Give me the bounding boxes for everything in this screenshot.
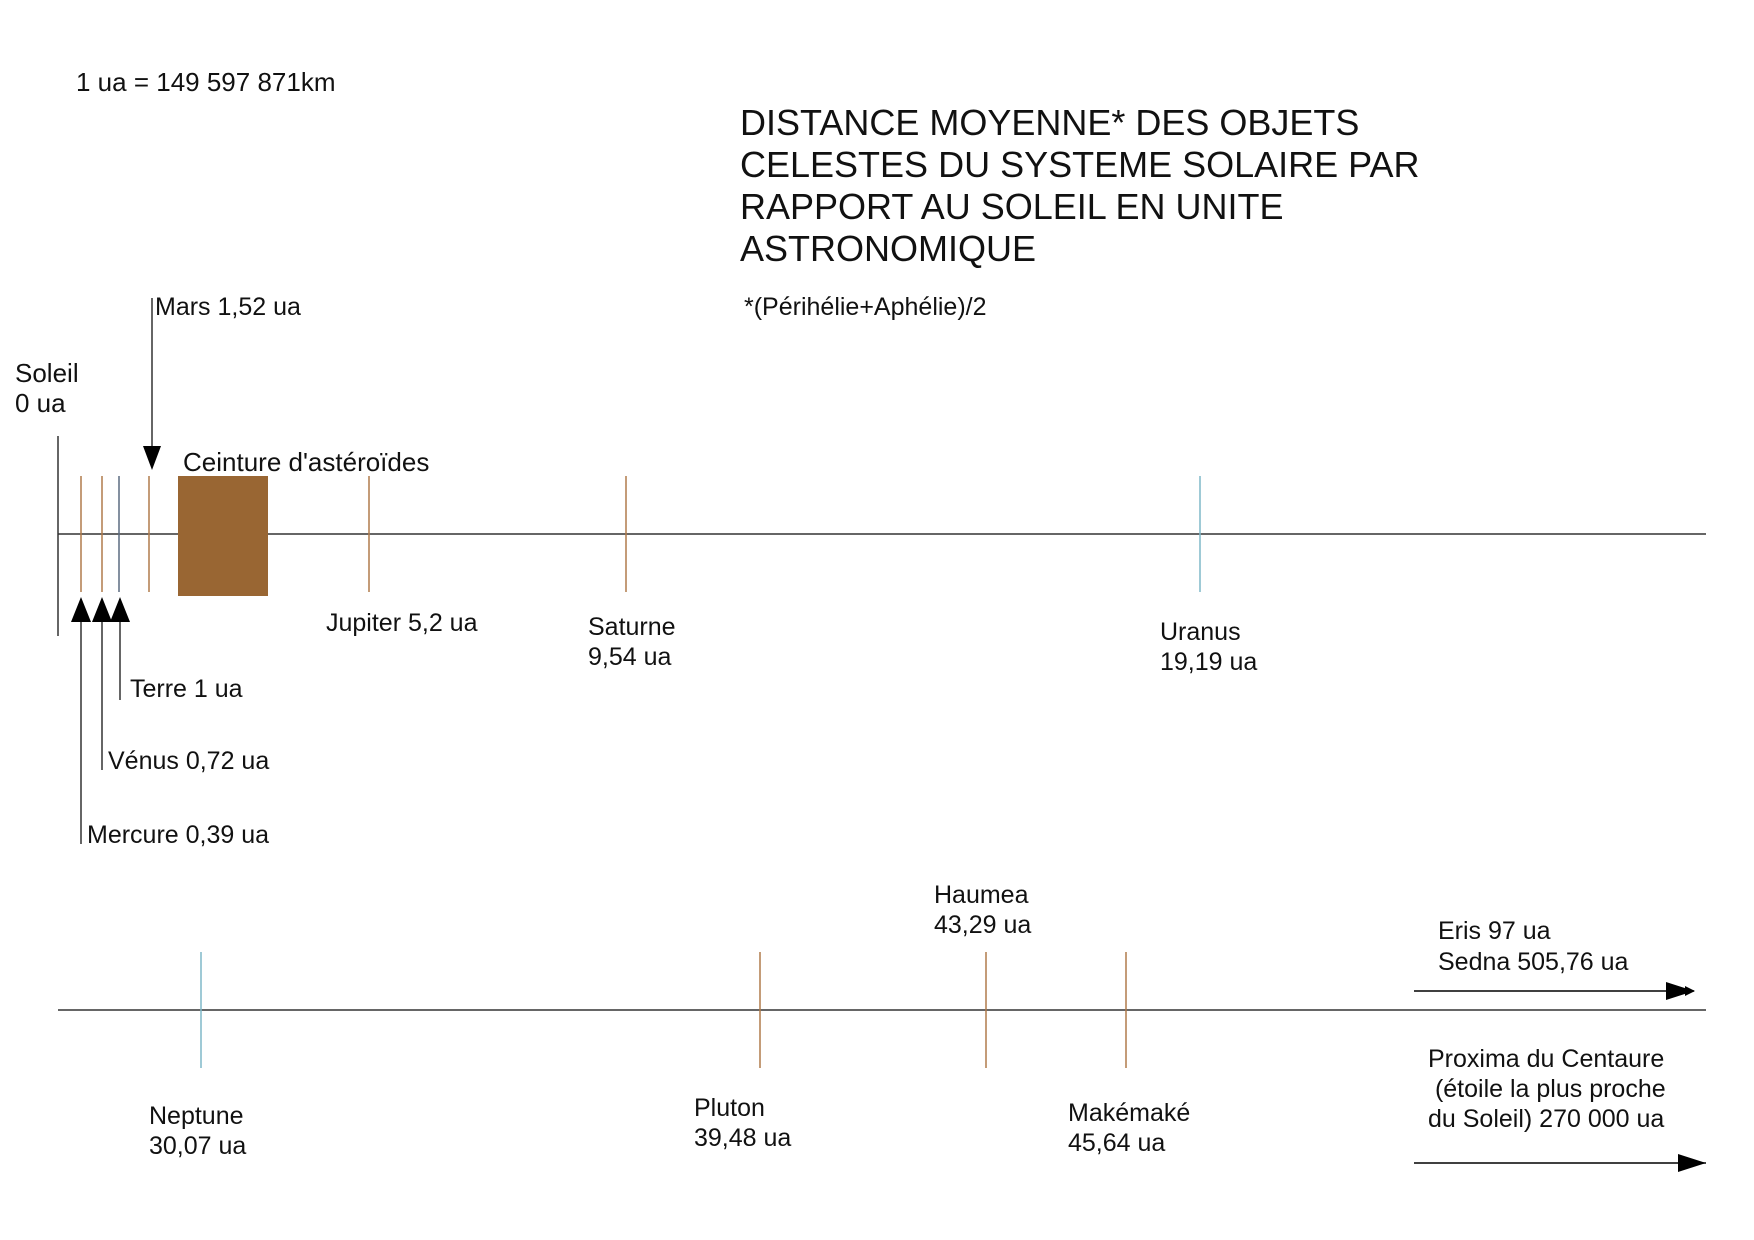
- eris-sedna-arrowhead: [1666, 982, 1694, 1000]
- terre-label: Terre 1 ua: [130, 675, 243, 703]
- unit-conversion-note: 1 ua = 149 597 871km: [76, 67, 336, 97]
- neptune-name-label: Neptune: [149, 1102, 244, 1130]
- saturne-distance-label: 9,54 ua: [588, 643, 672, 671]
- proxima-label-line1: Proxima du Centaure: [1428, 1045, 1665, 1073]
- pluton-distance-label: 39,48 ua: [694, 1124, 792, 1152]
- asteroid-belt-label: Ceinture d'astéroïdes: [183, 447, 430, 477]
- saturne-name-label: Saturne: [588, 613, 676, 641]
- eris-label: Eris 97 ua: [1438, 917, 1551, 945]
- jupiter-label: Jupiter 5,2 ua: [326, 609, 478, 637]
- haumea-name-label: Haumea: [934, 881, 1029, 909]
- mars-label: Mars 1,52 ua: [155, 293, 301, 321]
- uranus-name-label: Uranus: [1160, 618, 1241, 646]
- soleil-distance-label: 0 ua: [15, 388, 66, 418]
- mars-arrowhead: [143, 446, 161, 470]
- soleil-name-label: Soleil: [15, 358, 79, 388]
- mercure-label: Mercure 0,39 ua: [87, 821, 270, 849]
- haumea-distance-label: 43,29 ua: [934, 911, 1032, 939]
- proxima-arrowhead: [1678, 1154, 1706, 1172]
- pluton-name-label: Pluton: [694, 1094, 765, 1122]
- mercure-arrowhead: [71, 597, 91, 622]
- makemake-name-label: Makémaké: [1068, 1099, 1191, 1127]
- makemake-distance-label: 45,64 ua: [1068, 1129, 1166, 1157]
- neptune-distance-label: 30,07 ua: [149, 1132, 247, 1160]
- terre-arrowhead: [110, 597, 130, 622]
- proxima-label-line2: (étoile la plus proche: [1428, 1075, 1666, 1103]
- sedna-label: Sedna 505,76 ua: [1438, 948, 1629, 976]
- diagram-title: DISTANCE MOYENNE* DES OBJETS CELESTES DU…: [740, 102, 1420, 269]
- average-footnote: *(Périhélie+Aphélie)/2: [744, 293, 987, 321]
- proxima-label-line3: du Soleil) 270 000 ua: [1428, 1105, 1665, 1133]
- asteroid-belt-block: [178, 476, 268, 596]
- venus-arrowhead: [92, 597, 112, 622]
- uranus-distance-label: 19,19 ua: [1160, 648, 1258, 676]
- venus-label: Vénus 0,72 ua: [108, 747, 270, 775]
